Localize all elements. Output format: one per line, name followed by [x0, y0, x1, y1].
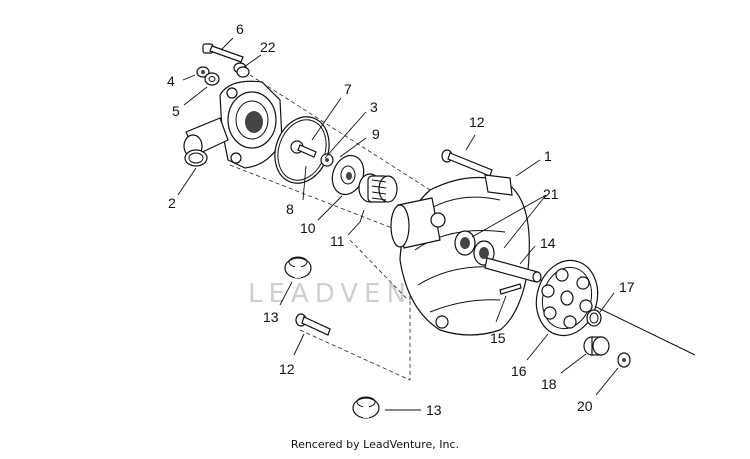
- callout-8: 8: [286, 201, 294, 217]
- callout-2: 2: [168, 195, 176, 211]
- pin-15[interactable]: [499, 283, 522, 295]
- clip-13-upper[interactable]: [284, 256, 312, 279]
- callout-3: 3: [370, 99, 378, 115]
- callout-10: 10: [300, 220, 316, 236]
- impeller-16[interactable]: [528, 254, 606, 343]
- callout-12-lower: 12: [279, 361, 295, 377]
- bolt-12-upper[interactable]: [441, 149, 493, 177]
- pump-housing-2[interactable]: [183, 80, 283, 169]
- nut-4[interactable]: [196, 66, 210, 78]
- bushing-18[interactable]: [583, 336, 610, 356]
- gear-housing-1[interactable]: [390, 174, 530, 336]
- callout-17: 17: [619, 279, 635, 295]
- callout-1: 1: [544, 148, 552, 164]
- callout-12-upper: 12: [469, 114, 485, 130]
- mechanical-seal-11[interactable]: [358, 173, 398, 203]
- callout-14: 14: [540, 235, 556, 251]
- ring-17[interactable]: [586, 309, 602, 327]
- callout-22: 22: [260, 39, 276, 55]
- bolt-12-lower[interactable]: [295, 313, 331, 336]
- callout-20: 20: [577, 398, 593, 414]
- clip-13-lower[interactable]: [352, 396, 380, 419]
- washer-5[interactable]: [204, 72, 220, 86]
- washer-20[interactable]: [617, 352, 631, 368]
- callout-9: 9: [372, 126, 380, 142]
- callout-7: 7: [344, 81, 352, 97]
- shaft-14[interactable]: [484, 257, 542, 283]
- bolt-6[interactable]: [202, 43, 244, 63]
- bushing-22[interactable]: [233, 62, 250, 78]
- callout-5: 5: [172, 103, 180, 119]
- callout-11: 11: [330, 233, 345, 249]
- leader-lines: [177, 37, 619, 411]
- footer-credit: Rencered by LeadVenture, Inc.: [290, 438, 460, 451]
- bolt-7[interactable]: [290, 140, 317, 158]
- callout-18: 18: [541, 376, 557, 392]
- washer-9[interactable]: [320, 153, 334, 167]
- callout-15: 15: [490, 330, 506, 346]
- callout-21: 21: [543, 186, 559, 202]
- callout-6: 6: [236, 21, 244, 37]
- callout-16: 16: [511, 363, 527, 379]
- callout-13-upper: 13: [263, 309, 279, 325]
- seal-plate-10[interactable]: [327, 151, 369, 199]
- callout-labels: 6 22 4 5 2 7 3 9 8 10 11 12 1 21 14 15 1…: [167, 21, 635, 418]
- callout-13-lower: 13: [426, 402, 442, 418]
- callout-4: 4: [167, 73, 175, 89]
